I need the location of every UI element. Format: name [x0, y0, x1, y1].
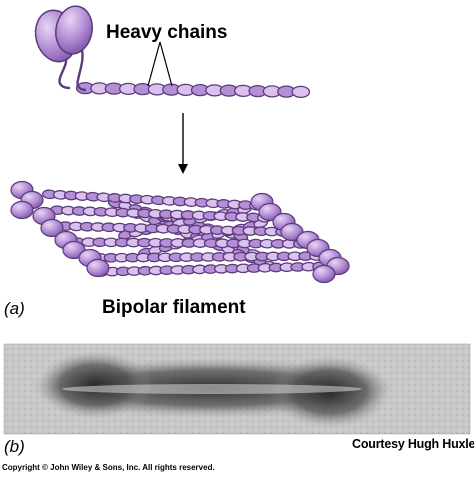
heavy-chains-label: Heavy chains — [106, 22, 228, 43]
myosin-molecule — [34, 5, 311, 99]
bipolar-filament-label: Bipolar filament — [102, 297, 246, 318]
myosin-head — [86, 258, 110, 278]
bipolar-filament — [10, 180, 350, 284]
down-arrow-icon — [178, 113, 188, 174]
panel-a-label: (a) — [4, 299, 25, 318]
myosin-head — [10, 200, 34, 220]
myosin-head — [40, 218, 64, 238]
myosin-head — [312, 264, 336, 284]
label-leader-line — [159, 41, 173, 87]
image-credit: Courtesy Hugh Huxley — [352, 437, 474, 451]
chain-link — [291, 85, 311, 99]
neck-strand — [76, 49, 87, 92]
electron-micrograph — [3, 343, 471, 435]
copyright-notice: Copyright © John Wiley & Sons, Inc. All … — [2, 463, 215, 472]
label-leader-line — [147, 41, 161, 87]
myosin-head — [55, 5, 93, 55]
panel-b-label: (b) — [4, 437, 25, 456]
myosin-tail — [75, 81, 311, 99]
